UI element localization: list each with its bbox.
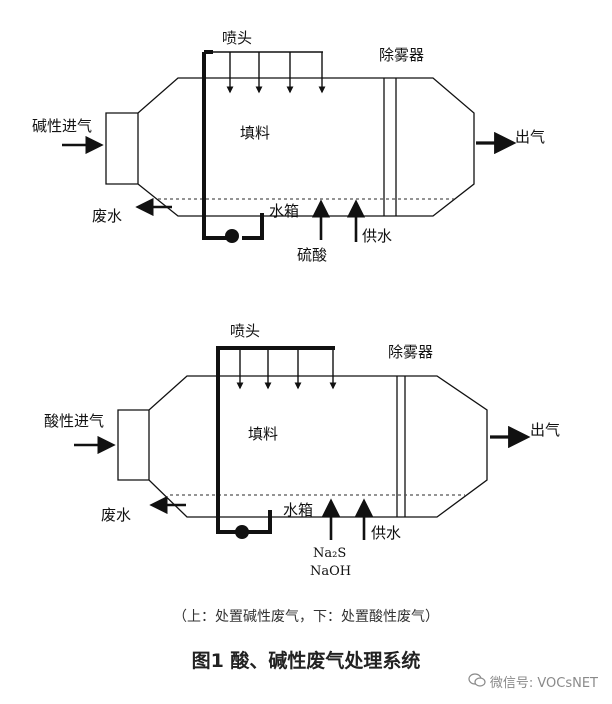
top-packing-label: 填料 <box>240 124 271 142</box>
top-water-supply-label: 供水 <box>362 227 393 245</box>
bottom-demister-label: 除雾器 <box>388 343 434 361</box>
bottom-dosing-label-2: NaOH <box>310 564 352 579</box>
bottom-nozzles <box>236 350 337 390</box>
watermark-text: 微信号: VOCsNET <box>489 676 598 691</box>
top-nozzle-label: 喷头 <box>222 29 253 47</box>
top-tank-label: 水箱 <box>269 202 300 220</box>
bottom-demister <box>396 376 406 517</box>
top-scrubber-body <box>105 77 475 217</box>
top-inlet-label: 碱性进气 <box>32 117 93 135</box>
watermark: 微信号: VOCsNET <box>468 672 598 691</box>
bottom-dosing-label-1: Na₂S <box>313 546 347 561</box>
bottom-scrubber-body <box>117 375 488 518</box>
pump-icon <box>235 525 249 539</box>
top-demister-label: 除雾器 <box>379 46 425 64</box>
caption-subtitle: （上：处置碱性废气，下：处置酸性废气） <box>173 609 439 625</box>
top-outlet-label: 出气 <box>515 128 546 146</box>
bottom-packing-label: 填料 <box>248 425 279 443</box>
pump-icon <box>225 229 239 243</box>
top-demister <box>383 78 397 216</box>
top-dosing-label: 硫酸 <box>297 246 328 264</box>
bottom-tank-label: 水箱 <box>283 501 314 519</box>
bottom-outlet-label: 出气 <box>530 421 561 439</box>
top-nozzles <box>226 52 326 94</box>
top-spray-pipe <box>202 50 264 240</box>
caption-title: 图1 酸、碱性废气处理系统 <box>191 650 421 672</box>
wechat-icon <box>468 673 486 687</box>
bottom-waste-water-label: 废水 <box>101 506 132 524</box>
bottom-nozzle-label: 喷头 <box>230 322 261 340</box>
bottom-inlet-label: 酸性进气 <box>44 412 105 430</box>
bottom-water-supply-label: 供水 <box>371 524 402 542</box>
top-waste-water-label: 废水 <box>92 207 123 225</box>
